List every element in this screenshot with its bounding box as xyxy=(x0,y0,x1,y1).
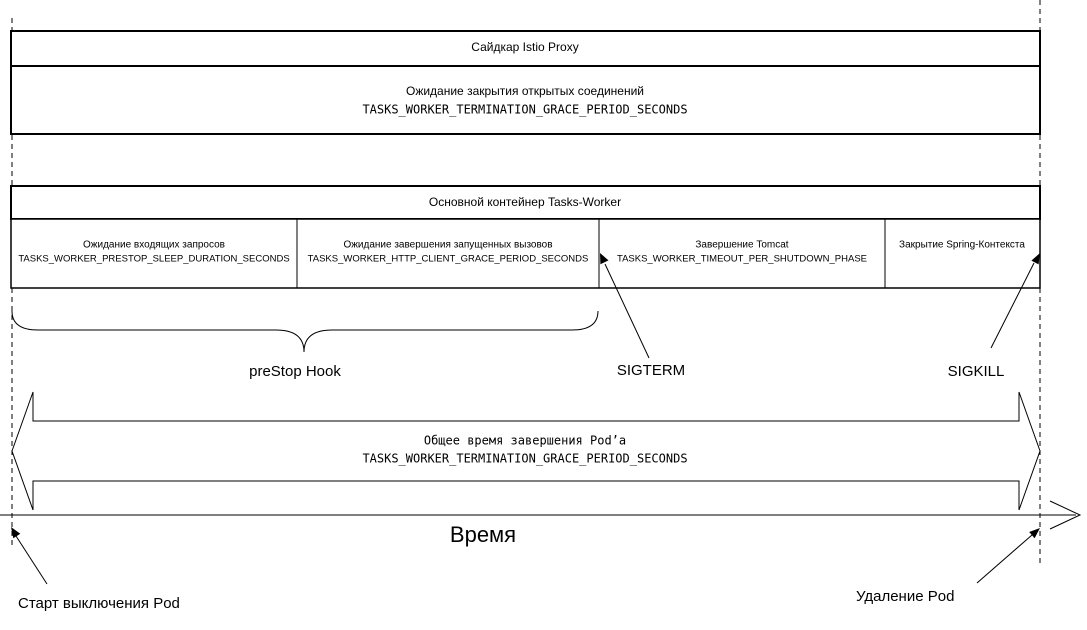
phase-var-tomcat: TASKS_WORKER_TIMEOUT_PER_SHUTDOWN_PHASE xyxy=(617,254,867,265)
start-shutdown-label: Старт выключения Pod xyxy=(18,595,180,612)
pod-deletion-arrowhead xyxy=(1029,528,1040,539)
pod-deletion-arrow-line xyxy=(976,534,1033,584)
phase-label-prestop-sleep: Ожидание входящих запросов xyxy=(83,240,225,251)
total-termination-var: TASKS_WORKER_TERMINATION_GRACE_PERIOD_SE… xyxy=(362,452,687,466)
sigkill-arrowhead xyxy=(1031,253,1040,265)
sigkill-arrow-line xyxy=(990,262,1035,349)
sidecar-title: Сайдкар Istio Proxy xyxy=(471,40,578,54)
start-shutdown-arrowhead xyxy=(11,527,21,539)
sidecar-block: Сайдкар Istio Proxy Ожидание закрытия от… xyxy=(10,30,1041,135)
sigterm-label: SIGTERM xyxy=(617,362,685,379)
sidecar-wait-var: TASKS_WORKER_TERMINATION_GRACE_PERIOD_SE… xyxy=(362,103,687,117)
total-termination-arrow xyxy=(11,391,1041,511)
phase-label-http-client: Ожидание завершения запущенных вызовов xyxy=(343,240,552,251)
sidecar-title-box xyxy=(10,30,1041,67)
prestop-hook-brace xyxy=(11,310,599,353)
sidecar-wait-label: Ожидание закрытия открытых соединений xyxy=(406,84,644,98)
time-axis-label: Время xyxy=(450,522,516,547)
prestop-hook-label: preStop Hook xyxy=(249,363,341,380)
phase-label-spring-context: Закрытие Spring-Контекста xyxy=(899,240,1025,251)
sigkill-label: SIGKILL xyxy=(948,363,1005,380)
total-termination-label: Общее время завершения Pod’a xyxy=(424,434,626,448)
phase-label-tomcat: Завершение Tomcat xyxy=(695,240,788,251)
start-shutdown-arrow-line xyxy=(15,535,48,585)
sigterm-arrow-line xyxy=(604,263,650,359)
phase-var-prestop-sleep: TASKS_WORKER_PRESTOP_SLEEP_DURATION_SECO… xyxy=(18,254,289,265)
sigterm-arrowhead xyxy=(600,253,609,265)
main-container-block: Основной контейнер Tasks-Worker Ожидание… xyxy=(10,185,1041,289)
phase-var-http-client: TASKS_WORKER_HTTP_CLIENT_GRACE_PERIOD_SE… xyxy=(308,254,589,265)
pod-deletion-label: Удаление Pod xyxy=(856,588,954,605)
main-container-phases-box xyxy=(10,218,1041,289)
sidecar-wait-box xyxy=(10,65,1041,135)
main-container-title: Основной контейнер Tasks-Worker xyxy=(429,195,621,209)
time-axis-arrowhead xyxy=(1049,500,1082,530)
